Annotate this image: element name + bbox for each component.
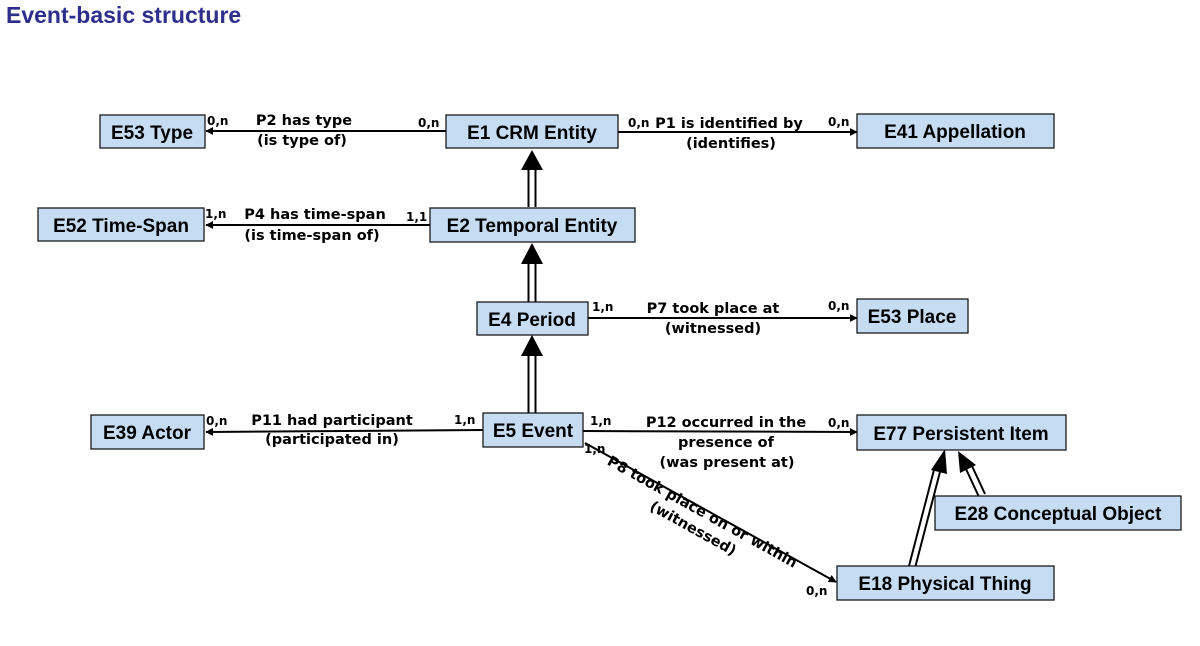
edge-p4-inverse-label: (is time-span of) [244, 228, 379, 244]
edge-p4: P4 has time-span (is time-span of) 1,1 1… [205, 207, 430, 244]
edge-p2-inverse-label: (is type of) [257, 133, 347, 149]
node-e53-place: E53 Place [856, 298, 969, 334]
edge-p8-label: P8 took place on or within [604, 454, 799, 572]
isa-e28-e77 [958, 451, 986, 498]
edge-p11-line [205, 427, 484, 436]
edge-p8-card-from: 1,n [584, 442, 605, 456]
edge-p11-card-from: 1,n [454, 413, 475, 427]
edge-p12-inverse-label: (was present at) [660, 455, 795, 471]
node-e41-appellation-label: E41 Appellation [884, 122, 1026, 143]
edge-p1-card-to: 0,n [828, 115, 849, 129]
isa-e2-e1 [521, 150, 543, 207]
node-e5-event: E5 Event [482, 412, 584, 448]
isa-e4-e2 [521, 243, 543, 302]
isa-e5-e4 [521, 335, 543, 413]
edge-p12-label-line2: presence of [678, 435, 775, 451]
edge-p4-card-to: 1,n [205, 207, 226, 221]
node-e39-actor-label: E39 Actor [103, 423, 192, 444]
edge-p7-card-from: 1,n [592, 300, 613, 314]
edge-p12-card-to: 0,n [828, 416, 849, 430]
edge-p7-inverse-label: (witnessed) [665, 321, 761, 337]
edge-p7-card-to: 0,n [828, 299, 849, 313]
node-e28-conceptual-object: E28 Conceptual Object [934, 495, 1182, 531]
node-e28-conceptual-object-label: E28 Conceptual Object [955, 504, 1163, 525]
node-e4-period: E4 Period [476, 301, 589, 336]
edge-p4-label: P4 has time-span [244, 207, 386, 223]
edge-p1-inverse-label: (identifies) [686, 136, 776, 152]
node-e52-time-span: E52 Time-Span [37, 207, 205, 242]
edge-p2-label: P2 has type [256, 113, 352, 129]
edge-p12-card-from: 1,n [590, 414, 611, 428]
edge-p7-label: P7 took place at [647, 301, 780, 317]
edge-p11-inverse-label: (participated in) [265, 432, 399, 448]
edge-p2-card-to: 0,n [207, 114, 228, 128]
edge-p8-line [584, 442, 837, 583]
page-title: Event-basic structure [6, 2, 242, 28]
node-e1-crm-entity-label: E1 CRM Entity [467, 123, 597, 144]
edge-p11-label: P11 had participant [251, 413, 413, 429]
node-e53-type: E53 Type [99, 114, 206, 149]
node-e1-crm-entity: E1 CRM Entity [445, 114, 619, 149]
edge-p1-label: P1 is identified by [655, 116, 803, 132]
edge-p8-card-to: 0,n [806, 584, 827, 598]
edge-p2-card-from: 0,n [418, 116, 439, 130]
node-e53-type-label: E53 Type [111, 123, 193, 144]
node-e4-period-label: E4 Period [488, 310, 576, 331]
edge-p1-card-from: 0,n [628, 116, 649, 130]
edge-p12: P12 occurred in the presence of (was pre… [582, 414, 858, 471]
edge-p11: P11 had participant (participated in) 1,… [205, 413, 484, 448]
node-e53-place-label: E53 Place [868, 307, 957, 328]
node-e39-actor: E39 Actor [90, 414, 205, 450]
edge-p12-line [582, 427, 858, 436]
node-e77-persistent-item-label: E77 Persistent Item [873, 424, 1048, 445]
node-e52-time-span-label: E52 Time-Span [53, 216, 189, 237]
isa-e18-e77 [908, 449, 947, 569]
edge-p1: P1 is identified by (identifies) 0,n 0,n [618, 115, 858, 152]
node-e2-temporal-entity: E2 Temporal Entity [429, 207, 636, 243]
node-e41-appellation: E41 Appellation [856, 113, 1055, 149]
node-e77-persistent-item: E77 Persistent Item [856, 414, 1067, 451]
edge-p4-card-from: 1,1 [406, 210, 427, 224]
edge-p12-label: P12 occurred in the [646, 415, 806, 431]
node-e18-physical-thing-label: E18 Physical Thing [858, 574, 1031, 595]
node-e18-physical-thing: E18 Physical Thing [836, 565, 1055, 601]
edge-p11-card-to: 0,n [206, 414, 227, 428]
edge-p7: P7 took place at (witnessed) 1,n 0,n [588, 299, 858, 337]
node-e5-event-label: E5 Event [493, 421, 574, 442]
node-e2-temporal-entity-label: E2 Temporal Entity [447, 216, 618, 237]
edge-p2: P2 has type (is type of) 0,n 0,n [205, 113, 446, 149]
